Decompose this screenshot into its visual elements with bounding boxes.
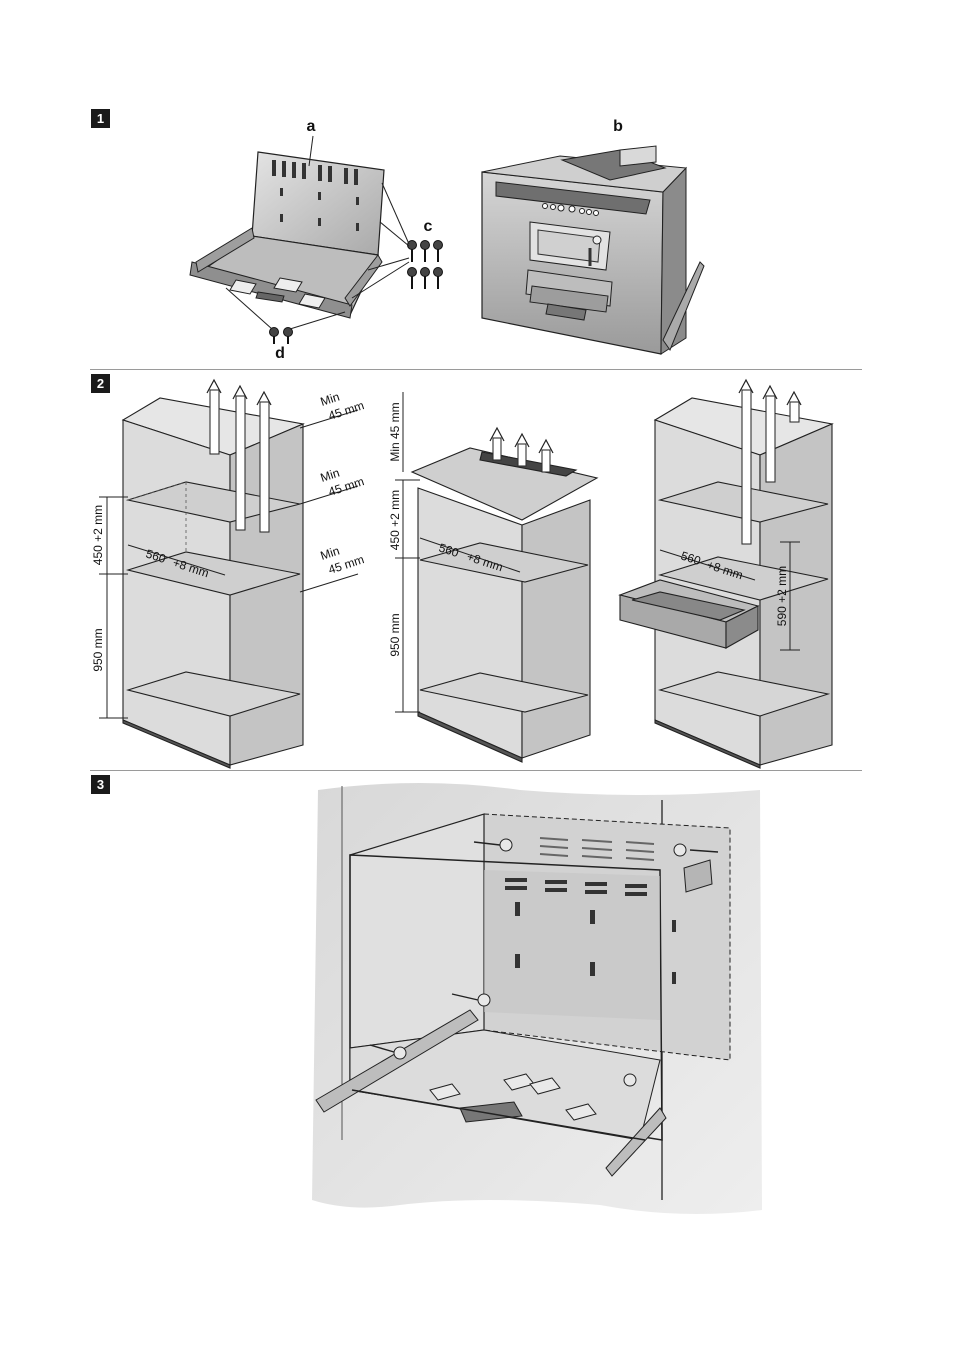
installation-niche [312,783,762,1214]
